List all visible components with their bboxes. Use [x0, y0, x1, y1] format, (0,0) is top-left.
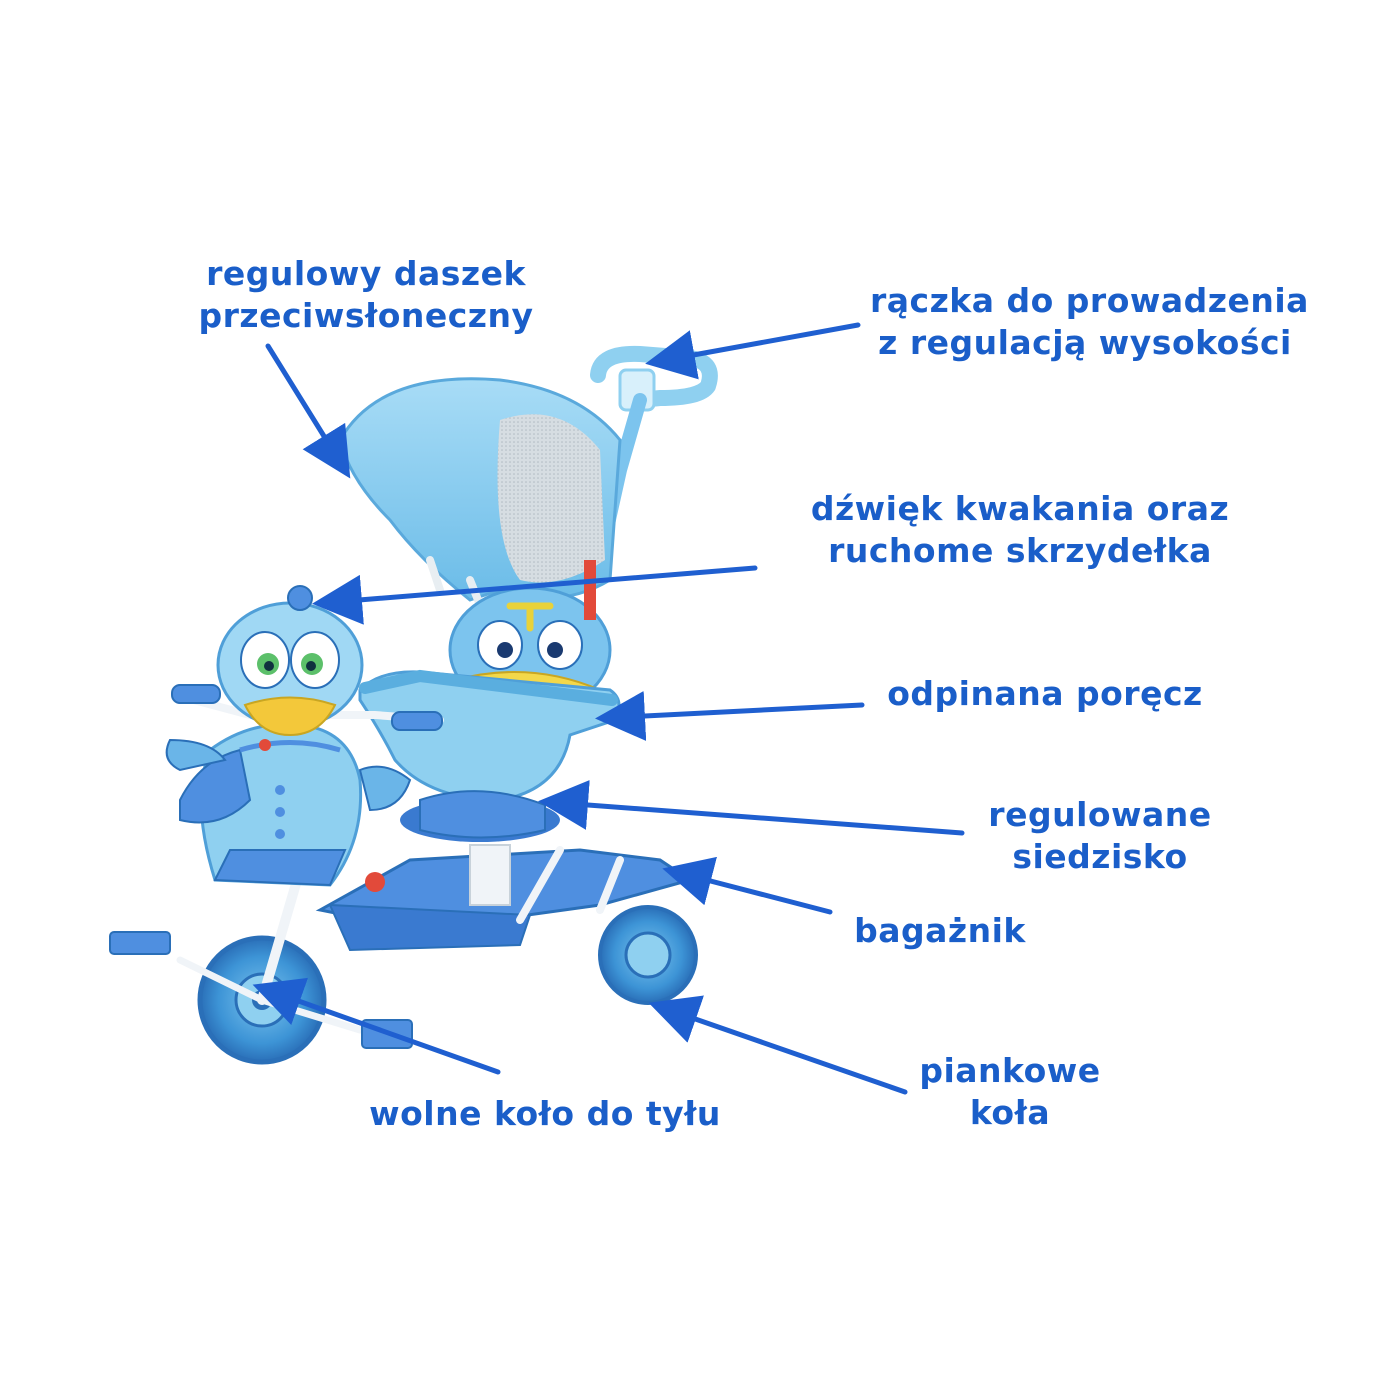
- arrow-freewheel: [252, 977, 501, 1075]
- front-duck: [165, 585, 412, 892]
- label-line: ruchome skrzydełka: [828, 531, 1212, 570]
- label-sun-canopy: regulowy daszek przeciwsłoneczny: [196, 253, 536, 337]
- label-line: dźwięk kwakania oraz: [810, 489, 1230, 528]
- arrow-handle: [645, 322, 861, 380]
- annotation-arrows: [252, 322, 965, 1095]
- label-trunk: bagażnik: [845, 910, 1035, 952]
- arrow-canopy: [265, 343, 351, 479]
- label-push-handle: rączka do prowadzenia z regulacją wysoko…: [870, 280, 1309, 364]
- label-detachable-rail: odpinana poręcz: [880, 673, 1210, 715]
- seat-and-rail: [358, 669, 621, 842]
- rear-wheel: [598, 905, 698, 1005]
- arrow-wheels: [648, 995, 908, 1095]
- label-line: wolne koło do tyłu: [369, 1094, 721, 1133]
- label-line: bagażnik: [854, 911, 1026, 950]
- label-line: regulowy daszek: [206, 254, 526, 293]
- label-duck-sound: dźwięk kwakania oraz ruchome skrzydełka: [810, 488, 1230, 572]
- label-line: rączka do prowadzenia: [870, 281, 1309, 320]
- label-line: regulowane: [988, 795, 1212, 834]
- arrow-trunk: [662, 856, 833, 915]
- label-line: piankowe: [919, 1051, 1101, 1090]
- label-line: koła: [969, 1093, 1051, 1132]
- label-foam-wheels: piankowe koła: [905, 1050, 1115, 1134]
- label-line: siedzisko: [1012, 837, 1188, 876]
- arrow-rail: [595, 691, 865, 741]
- label-adjustable-seat: regulowane siedzisko: [980, 794, 1220, 878]
- label-line: przeciwsłoneczny: [198, 296, 534, 335]
- arrow-sound: [312, 565, 758, 625]
- frame-and-trunk: [315, 844, 694, 952]
- label-free-wheel: wolne koło do tyłu: [360, 1093, 730, 1135]
- label-line: z regulacją wysokości: [878, 323, 1292, 362]
- label-line: odpinana poręcz: [887, 674, 1203, 713]
- arrow-seat: [538, 780, 965, 836]
- sun-canopy: [338, 377, 622, 609]
